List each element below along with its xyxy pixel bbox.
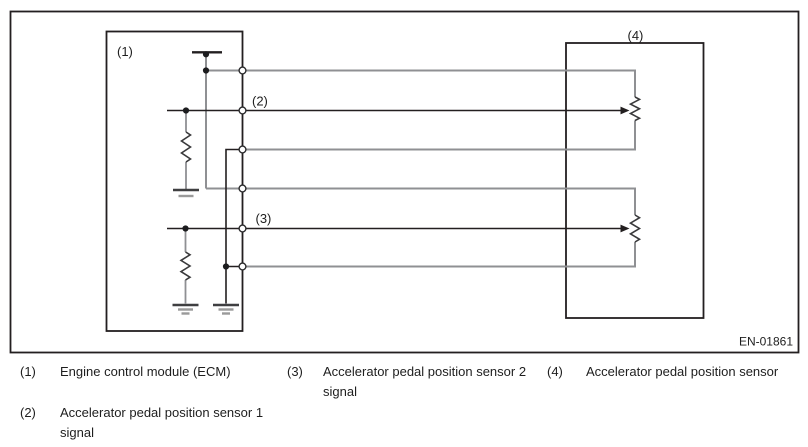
ground-symbol-2 — [172, 303, 199, 315]
legend-number: (3) — [287, 364, 303, 379]
ecm-pin-4 — [238, 184, 247, 193]
legend-item-3: (3) Accelerator pedal position sensor 2 … — [287, 362, 541, 402]
return-wire-sensor2 — [242, 242, 636, 268]
ecm-box — [105, 30, 244, 332]
wiper-arrow-sensor1 — [620, 106, 630, 115]
ecm-ground-bus — [225, 148, 243, 304]
wiper-arrow-sensor2 — [620, 224, 630, 233]
legend-number: (4) — [547, 364, 563, 379]
ecm-pin-6 — [238, 262, 247, 271]
callout-sensor: (4) — [628, 28, 644, 43]
return-wire-sensor1 — [242, 120, 636, 151]
legend-item-1: (1) Engine control module (ECM) — [20, 362, 300, 382]
junction-dot-signal1 — [182, 107, 190, 114]
sensor-potentiometer-1 — [628, 96, 642, 122]
legend-label: Accelerator pedal position sensor 1 sign… — [60, 405, 264, 440]
supply-wire-sensor2 — [206, 187, 636, 215]
callout-ecm: (1) — [117, 44, 133, 59]
junction-dot-signal2 — [182, 225, 189, 232]
legend-label: Accelerator pedal position sensor — [586, 364, 779, 379]
legend-item-2: (2) Accelerator pedal position sensor 1 … — [20, 403, 275, 443]
diagram-border — [9, 10, 800, 354]
junction-dot-power — [202, 51, 210, 58]
supply-wire-sensor1 — [206, 69, 636, 97]
sensor-box — [565, 42, 705, 319]
figure-id: EN-01861 — [739, 335, 793, 349]
legend-number: (1) — [20, 364, 36, 379]
ecm-pin-1 — [238, 66, 247, 75]
legend-label: Accelerator pedal position sensor 2 sign… — [323, 364, 527, 399]
junction-dot-supply1 — [202, 67, 210, 74]
callout-signal2: (3) — [256, 211, 272, 226]
ecm-pin-2 — [238, 106, 247, 115]
ecm-pulldown-resistor-1 — [180, 131, 192, 163]
legend-item-4: (4) Accelerator pedal position sensor — [547, 362, 804, 382]
junction-dot-ground — [222, 263, 230, 270]
ground-symbol-3 — [213, 303, 239, 315]
sensor-potentiometer-2 — [628, 214, 642, 243]
legend-number: (2) — [20, 405, 36, 420]
ecm-pulldown-resistor-2 — [179, 251, 192, 281]
ground-symbol-1 — [173, 188, 199, 198]
ecm-pin-3 — [238, 145, 247, 154]
ecm-pin-5 — [238, 224, 247, 233]
legend-label: Engine control module (ECM) — [60, 364, 231, 379]
callout-signal1: (2) — [252, 94, 268, 109]
